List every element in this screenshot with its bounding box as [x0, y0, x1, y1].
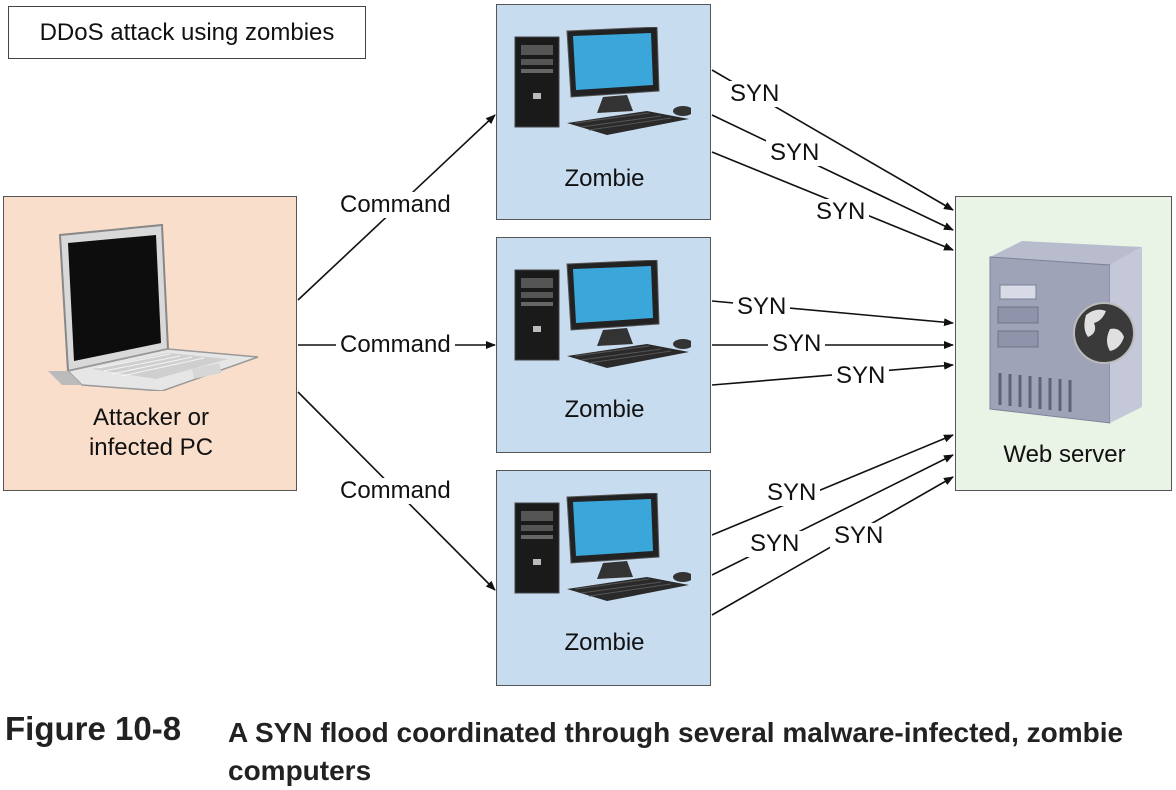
- syn-arrow: [711, 434, 954, 536]
- command-label-bottom: Command: [336, 478, 455, 504]
- desktop-computer-icon: [514, 27, 691, 135]
- web-server-label: Web server: [1003, 441, 1126, 468]
- zombie-label: Zombie: [564, 396, 645, 423]
- attacker-label: Attacker or infected PC: [4, 403, 298, 463]
- attacker-label-line2: infected PC: [88, 434, 214, 461]
- syn-label: SYN: [812, 199, 870, 225]
- web-server-node: Web server: [955, 196, 1172, 491]
- command-label-top: Command: [336, 192, 455, 218]
- syn-label: SYN: [726, 81, 784, 107]
- desktop-computer-icon: [514, 260, 691, 368]
- syn-label: SYN: [832, 363, 890, 389]
- zombie-node-top: Zombie: [496, 4, 711, 220]
- syn-label: SYN: [763, 480, 821, 506]
- syn-arrow: [711, 114, 954, 231]
- figure-caption-text: A SYN flood coordinated through several …: [228, 717, 1124, 786]
- zombie-label: Zombie: [564, 629, 645, 656]
- web-server-icon: [989, 241, 1142, 424]
- zombie-label: Zombie: [564, 165, 645, 192]
- attacker-label-line1: Attacker or: [92, 404, 210, 431]
- syn-label: SYN: [733, 294, 791, 320]
- zombie-node-bottom: Zombie: [496, 470, 711, 686]
- syn-label: SYN: [766, 140, 824, 166]
- syn-label: SYN: [746, 531, 804, 557]
- diagram-title-text: DDoS attack using zombies: [39, 18, 335, 46]
- laptop-icon: [48, 223, 259, 391]
- syn-label: SYN: [768, 331, 826, 357]
- syn-arrow: [711, 454, 954, 576]
- attacker-node: Attacker or infected PC: [3, 196, 297, 491]
- syn-label: SYN: [830, 523, 888, 549]
- desktop-computer-icon: [514, 493, 691, 601]
- zombie-node-middle: Zombie: [496, 237, 711, 453]
- diagram-title: DDoS attack using zombies: [8, 6, 366, 59]
- figure-number: Figure 10-8: [5, 710, 182, 747]
- command-label-middle: Command: [336, 332, 455, 358]
